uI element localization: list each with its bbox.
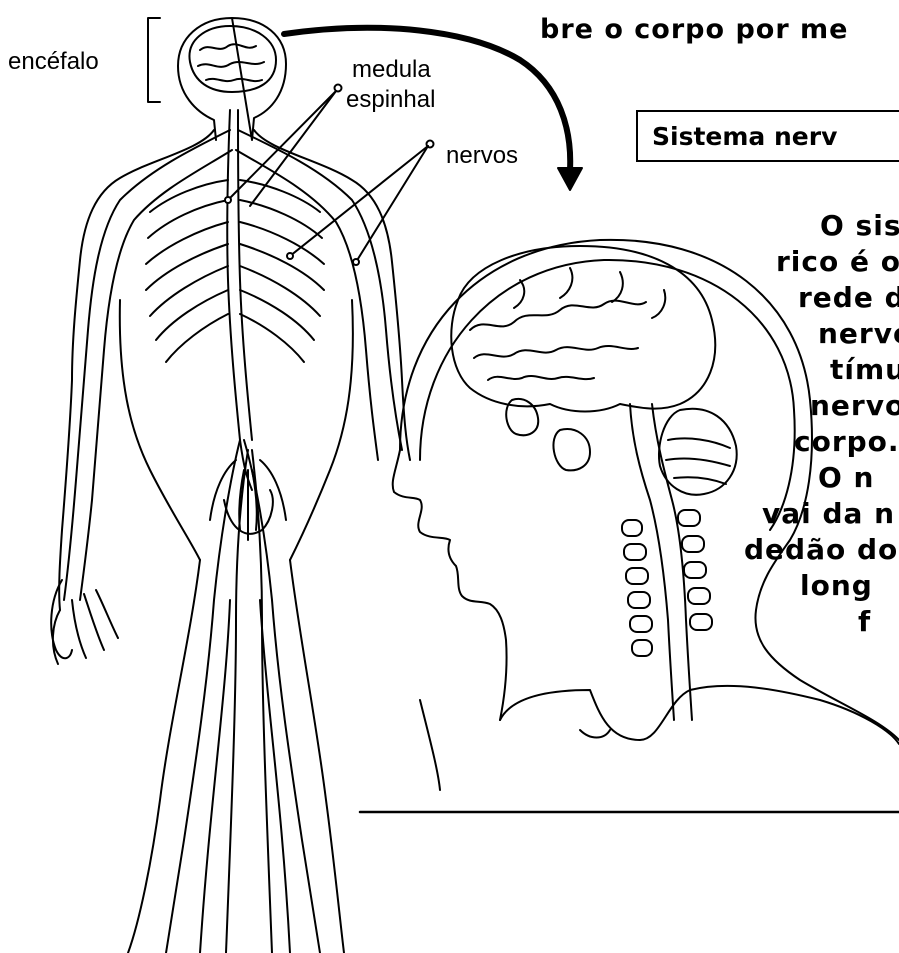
head-outline [400, 240, 899, 740]
body-left-hand [51, 580, 118, 664]
label-medula: medula [352, 58, 431, 82]
ribs [146, 180, 324, 362]
section-title-text: Sistema nerv [652, 122, 837, 151]
spinal-cord [227, 110, 252, 490]
human-body-figure [51, 18, 410, 953]
brain [451, 246, 715, 412]
arrow-head [558, 168, 582, 190]
encefalo-bracket [148, 18, 160, 102]
header-text-line: bre o corpo por me [540, 14, 849, 45]
head-profile [360, 240, 899, 812]
label-nervos: nervos [446, 144, 518, 168]
neck-shoulder [500, 686, 899, 744]
label-encefalo: encéfalo [8, 50, 99, 74]
vertebrae [622, 510, 712, 656]
section-title: Sistema nerv [636, 110, 899, 162]
body-brain [189, 26, 276, 92]
label-espinhal: espinhal [346, 88, 435, 112]
brain-stem [630, 404, 674, 720]
cerebellum [659, 409, 737, 495]
peripheral-nerves [64, 130, 402, 953]
face-profile [393, 450, 507, 720]
